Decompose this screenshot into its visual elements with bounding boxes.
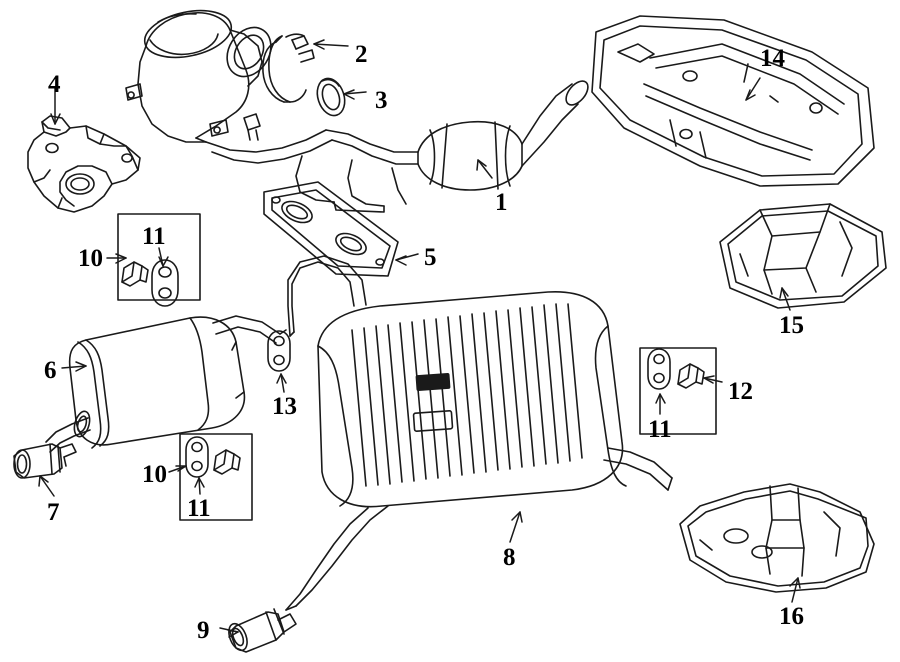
part-4-bracket [27, 115, 141, 213]
callout-1: 1 [495, 189, 508, 216]
leader-lines [38, 39, 801, 638]
callout-10-upper: 10 [78, 245, 103, 272]
callout-8: 8 [503, 544, 516, 571]
part-6-center-muffler [45, 315, 287, 453]
callout-12: 12 [728, 378, 753, 405]
callout-2: 2 [355, 41, 368, 68]
callout-9: 9 [197, 617, 210, 644]
callout-15: 15 [779, 312, 804, 339]
callout-16: 16 [779, 603, 804, 630]
part-13-hanger [267, 330, 291, 372]
part-16-heat-shield [679, 483, 875, 593]
part-2-clamp [262, 33, 315, 103]
callout-6: 6 [44, 357, 57, 384]
callout-11-lower: 11 [187, 495, 211, 522]
callout-11-right: 11 [648, 416, 672, 443]
part-10-11-upper-kit [117, 213, 201, 307]
callout-7: 7 [47, 499, 60, 526]
part-1-catalytic-converter [125, 9, 589, 213]
callout-14: 14 [760, 45, 785, 72]
part-5-gasket [263, 181, 399, 277]
callout-13: 13 [272, 393, 297, 420]
part-7-tailpipe-tip [13, 443, 77, 479]
part-3-seal-ring [316, 77, 346, 117]
part-15-heat-shield [719, 203, 887, 309]
part-9-tailpipe-tip [228, 608, 297, 653]
part-12-11-kit [639, 347, 717, 435]
callout-5: 5 [424, 244, 437, 271]
callout-3: 3 [375, 87, 388, 114]
callout-10-lower: 10 [142, 461, 167, 488]
part-14-heat-shield [591, 15, 875, 187]
callout-11-upper: 11 [142, 223, 166, 250]
callout-4: 4 [48, 71, 61, 98]
part-8-rear-muffler [285, 255, 673, 611]
part-10-11-lower-kit [179, 433, 253, 521]
